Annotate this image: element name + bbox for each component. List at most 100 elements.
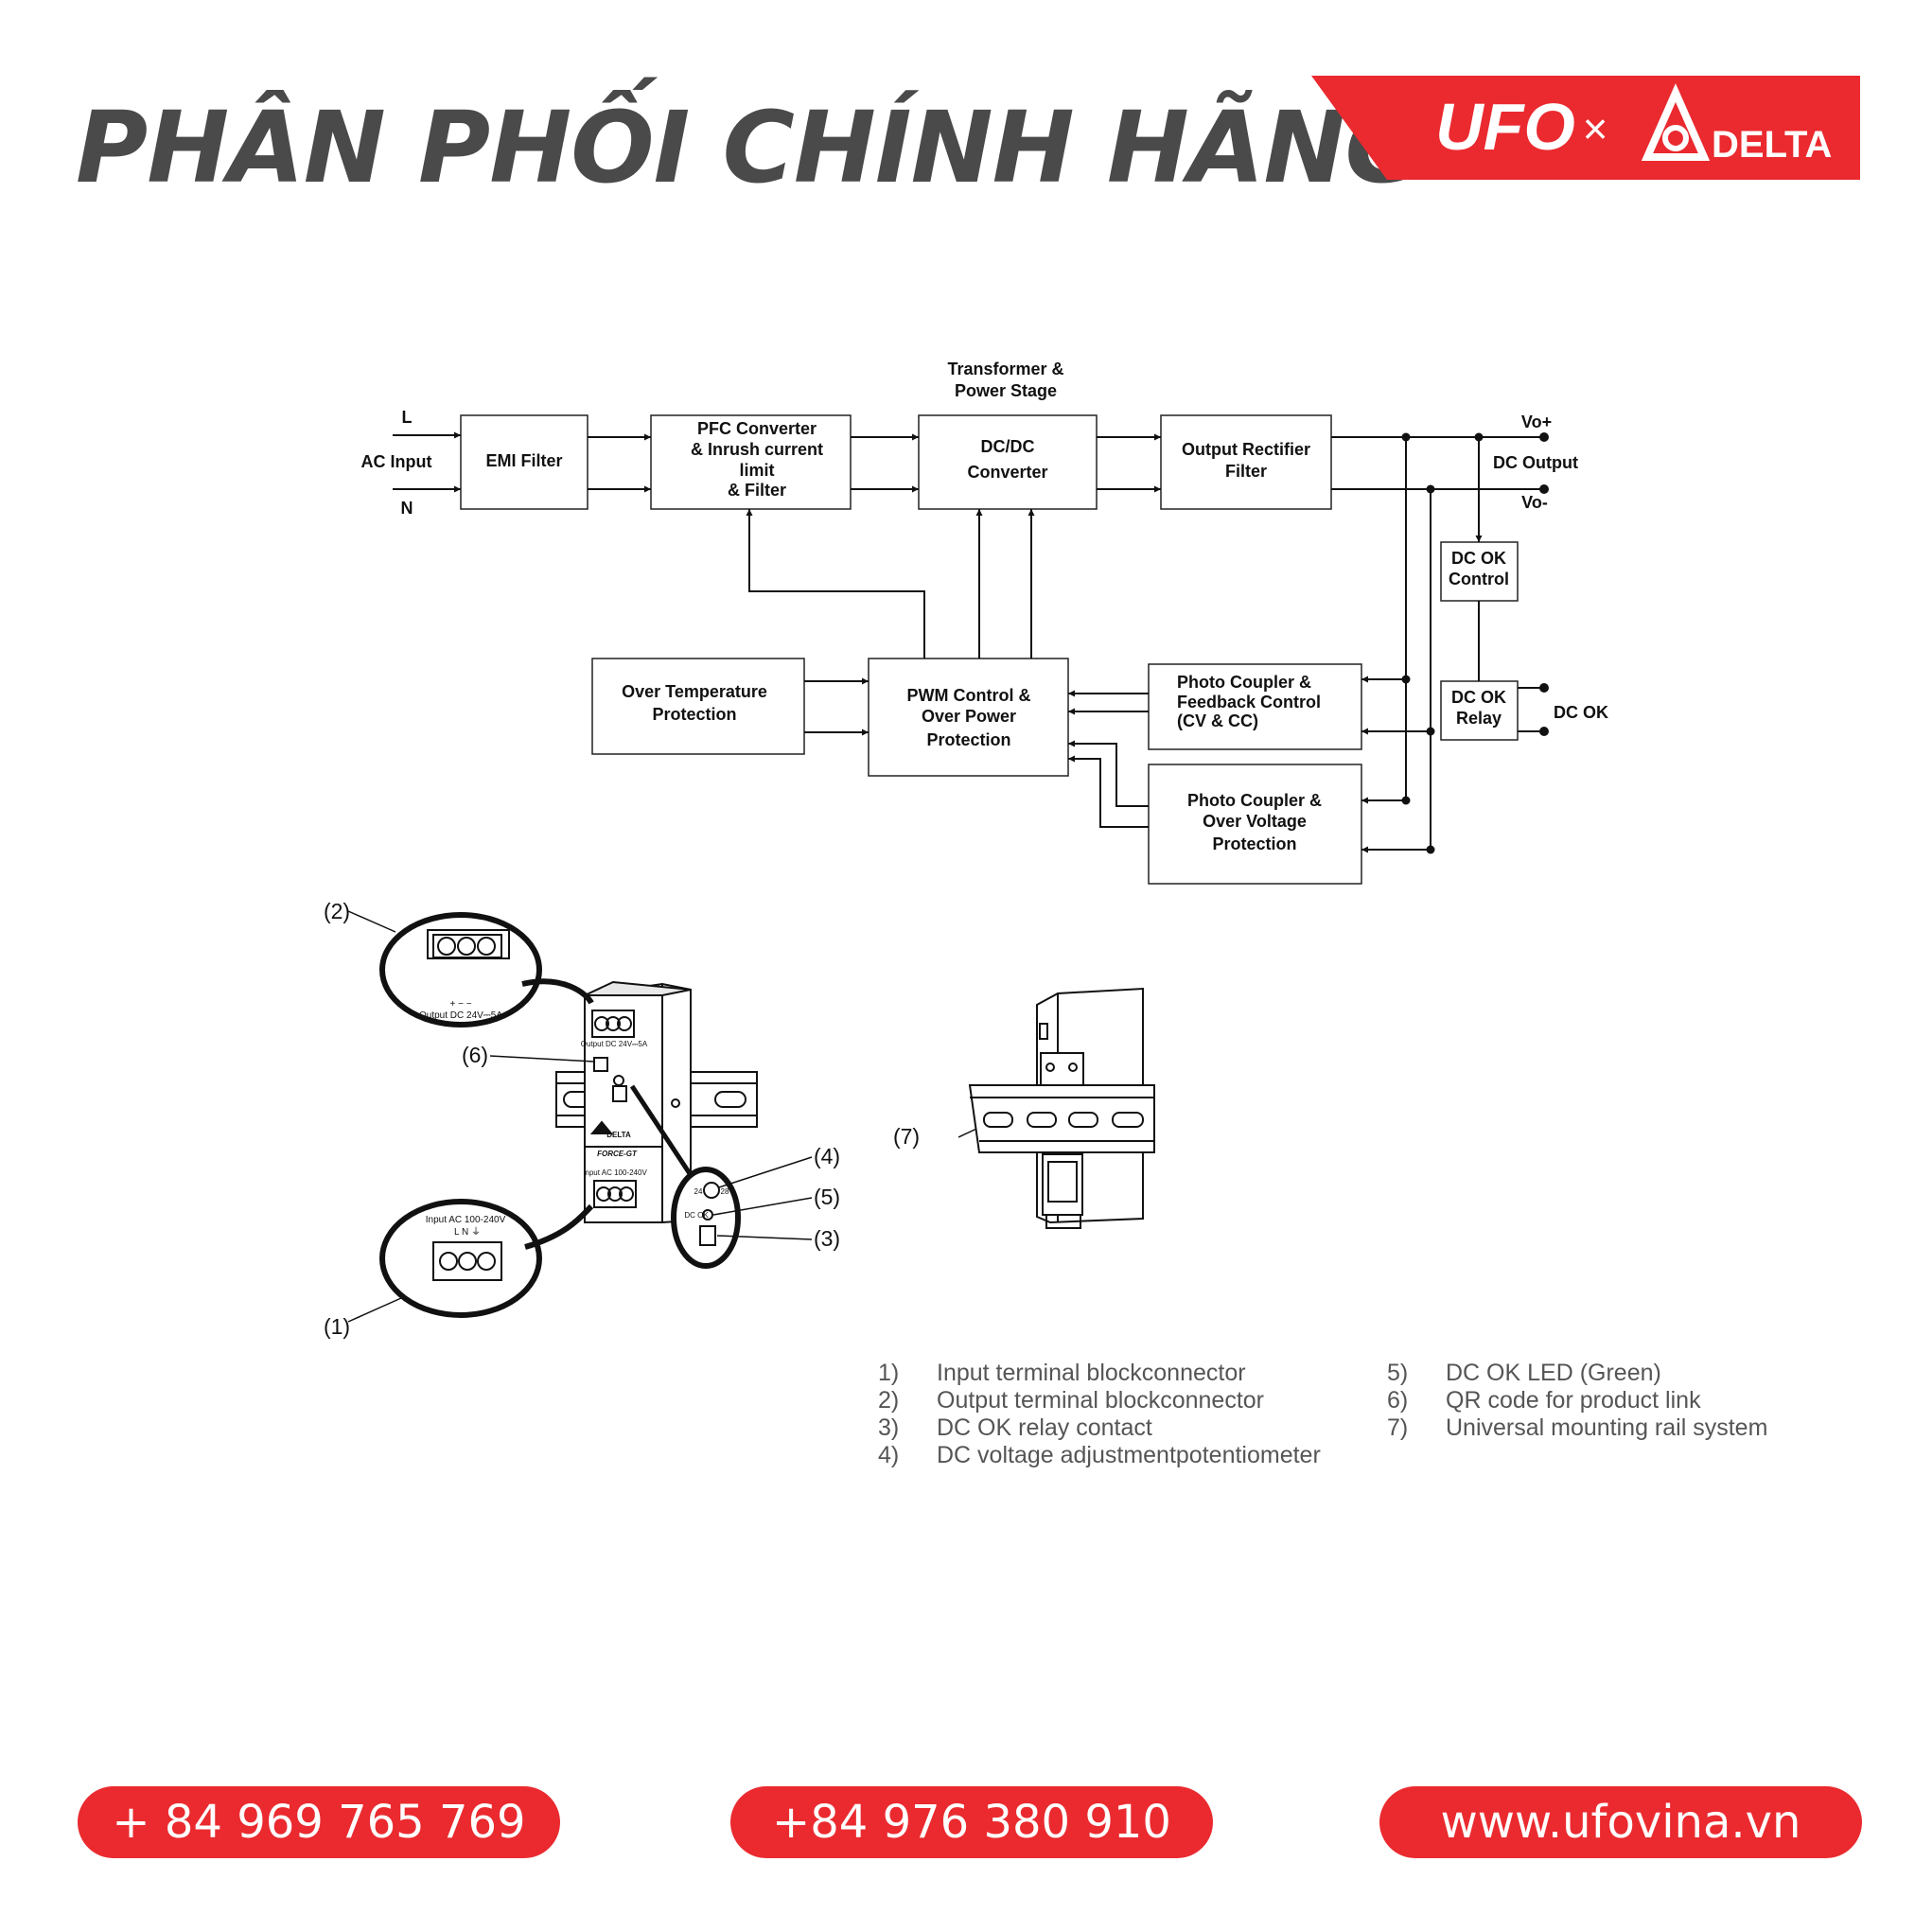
input-n-label: N	[401, 499, 413, 518]
pfc-text-3: limit	[739, 461, 774, 480]
zoom-front-panel	[671, 1167, 741, 1269]
legend-column-2: 5) DC OK LED (Green) 6) QR code for produc…	[1387, 1360, 1767, 1442]
signal-lines	[393, 431, 1544, 853]
otp-text-1: Over Temperature	[622, 682, 767, 701]
output-rectifier-block	[1160, 414, 1332, 510]
legend-num: 4)	[878, 1442, 900, 1468]
page-headline: PHÂN PHỐI CHÍNH HÃNG	[76, 90, 1426, 205]
device-input-label: Input AC 100-240V	[583, 1168, 647, 1177]
fb-text-1: Photo Coupler &	[1177, 673, 1311, 692]
dcok-relay-text-1: DC OK	[1451, 688, 1506, 707]
zoom-output-pins: + − −	[449, 999, 471, 1010]
zoom-output-terminal-detail	[427, 929, 510, 959]
din-rail-right	[968, 1084, 1155, 1153]
callout-7: (7)	[893, 1124, 920, 1149]
ovp-block	[1148, 764, 1362, 885]
zoom-input-label: Input AC 100-240V	[426, 1215, 506, 1225]
fb-text-2: Feedback Control	[1177, 693, 1321, 711]
dcdc-text-1: DC/DC	[981, 437, 1035, 456]
callout-5: (5)	[814, 1185, 840, 1209]
stage-label-2: Power Stage	[955, 381, 1057, 400]
legend-item: 7) Universal mounting rail system	[1387, 1414, 1767, 1442]
emi-filter-block	[460, 414, 588, 510]
brand-banner: UFO × DELTA	[1311, 76, 1860, 180]
pfc-text-4: & Filter	[728, 481, 786, 500]
dcdc-text-2: Converter	[967, 463, 1047, 482]
callout-1: (1)	[324, 1314, 350, 1339]
device-brand-label: DELTA	[606, 1131, 631, 1139]
pfc-text-2: & Inrush current	[691, 440, 823, 459]
legend-text: DC OK relay contact	[937, 1414, 1152, 1441]
legend-text: DC OK LED (Green)	[1446, 1360, 1661, 1386]
pwm-text-1: PWM Control &	[907, 686, 1031, 705]
feedback-control-block	[1148, 663, 1362, 750]
delta-logo-text: DELTA	[1712, 124, 1832, 166]
legend-item: 1) Input terminal blockconnector	[878, 1360, 1321, 1387]
pwm-text-2: Over Power	[922, 707, 1016, 726]
legend-item: 4) DC voltage adjustmentpotentiometer	[878, 1442, 1321, 1469]
rect-text-1: Output Rectifier	[1182, 440, 1310, 459]
callout-2: (2)	[324, 899, 350, 923]
callout-6: (6)	[462, 1043, 488, 1067]
rect-text-2: Filter	[1225, 462, 1267, 481]
mounting-clip	[1042, 1153, 1083, 1229]
legend-num: 7)	[1387, 1414, 1409, 1441]
legend-num: 6)	[1387, 1387, 1409, 1414]
zoom-dcok-mark: DC OK	[684, 1211, 709, 1220]
emi-filter-text: EMI Filter	[485, 451, 562, 470]
zoom-input-pins: L N ⏚	[454, 1226, 481, 1238]
dc-output-label: DC Output	[1493, 453, 1578, 472]
legend-text: Output terminal blockconnector	[937, 1387, 1265, 1414]
callout-4: (4)	[814, 1144, 840, 1168]
zoom-link-top	[521, 978, 594, 1005]
legend-text: Universal mounting rail system	[1446, 1414, 1768, 1441]
pot-label-28: 28	[721, 1187, 729, 1196]
legend-column-1: 1) Input terminal blockconnector 2) Output…	[878, 1360, 1321, 1469]
ovp-text-3: Protection	[1212, 834, 1296, 853]
zoom-output-label: Output DC 24V⎓5A	[419, 1010, 502, 1021]
legend-num: 3)	[878, 1414, 900, 1441]
ac-input-label: AC Input	[361, 452, 432, 471]
block-diagram: L AC Input N EMI Filter PFC Converter & …	[361, 360, 1608, 885]
dcok-output-label: DC OK	[1554, 703, 1608, 722]
otp-text-2: Protection	[652, 705, 736, 724]
product-illustration: (2) (1) (6) (4) (5) (3) (7) + − − Output…	[324, 899, 1155, 1339]
junction-dots	[1401, 432, 1549, 854]
dcok-relay-text-2: Relay	[1456, 709, 1502, 728]
zoom-input-terminal-detail	[432, 1241, 502, 1281]
stage-label-1: Transformer &	[947, 360, 1063, 378]
ovp-text-2: Over Voltage	[1203, 812, 1307, 831]
legend-num: 1)	[878, 1360, 900, 1386]
ovp-text-1: Photo Coupler &	[1187, 791, 1322, 810]
legend-text: QR code for product link	[1446, 1387, 1701, 1414]
dcdc-converter-block	[918, 414, 1098, 510]
dcok-control-text-2: Control	[1449, 570, 1509, 588]
phone-1-link[interactable]: + 84 969 765 769	[78, 1786, 560, 1858]
brand-times-sign: ×	[1583, 104, 1608, 153]
pfc-text-1: PFC Converter	[697, 419, 817, 438]
device-model-label: FORCE-GT	[597, 1150, 638, 1158]
dcok-control-text-1: DC OK	[1451, 549, 1506, 568]
legend-num: 2)	[878, 1387, 900, 1414]
zoom-link-bottom	[524, 1203, 594, 1250]
callout-3: (3)	[814, 1226, 840, 1251]
delta-logo-icon	[1641, 83, 1711, 161]
pwm-control-block	[868, 658, 1069, 777]
over-temperature-block	[591, 658, 805, 755]
legend-text: DC voltage adjustmentpotentiometer	[937, 1442, 1321, 1468]
ufo-logo: UFO	[1435, 90, 1575, 164]
phone-2-link[interactable]: +84 976 380 910	[730, 1786, 1213, 1858]
fb-text-3: (CV & CC)	[1177, 711, 1258, 730]
vo-minus-label: Vo-	[1521, 493, 1548, 512]
legend-item: 3) DC OK relay contact	[878, 1414, 1321, 1442]
pot-label-24: 24	[694, 1187, 703, 1196]
legend-num: 5)	[1387, 1360, 1409, 1386]
vo-plus-label: Vo+	[1521, 413, 1552, 431]
device-output-label: Output DC 24V⎓5A	[581, 1040, 648, 1048]
legend-item: 6) QR code for product link	[1387, 1387, 1767, 1414]
legend-text: Input terminal blockconnector	[937, 1360, 1246, 1386]
pwm-text-3: Protection	[926, 730, 1010, 749]
input-l-label: L	[402, 408, 413, 427]
legend-item: 5) DC OK LED (Green)	[1387, 1360, 1767, 1387]
website-link[interactable]: www.ufovina.vn	[1379, 1786, 1862, 1858]
